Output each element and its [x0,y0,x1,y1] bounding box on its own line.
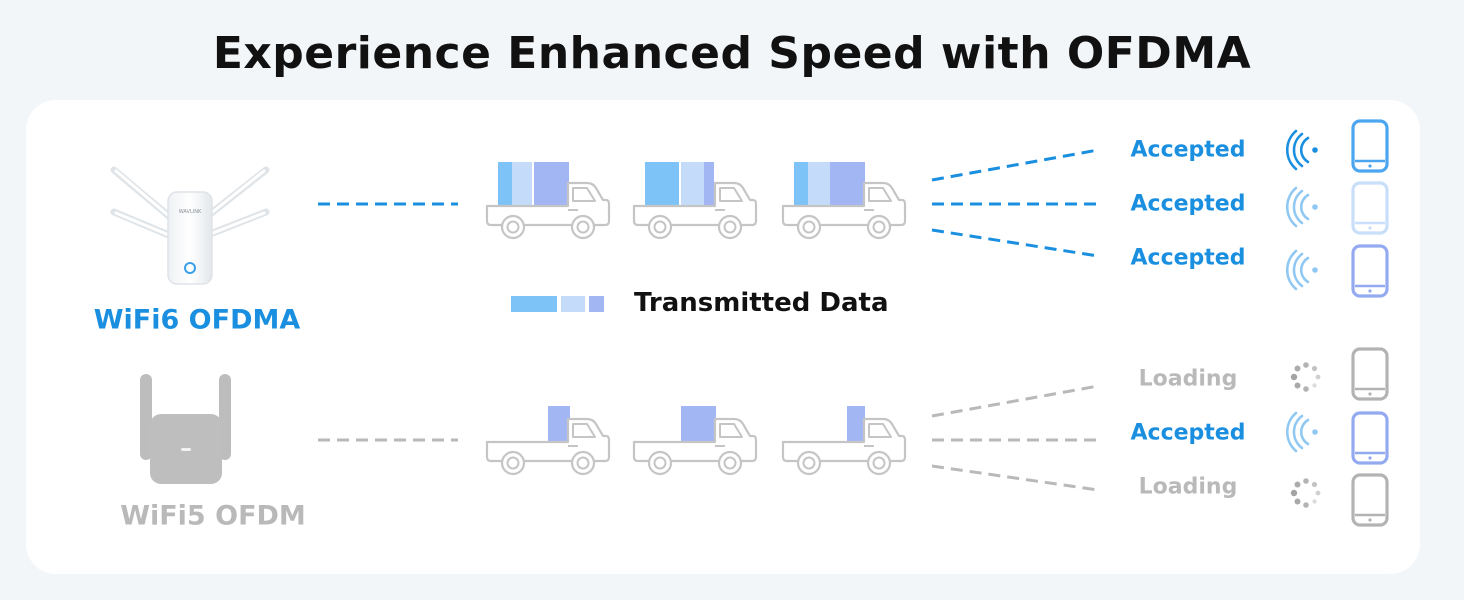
wifi-signal-icon [1285,249,1320,291]
phone-icon [1351,473,1389,527]
wifi-signal-icon [1285,186,1320,228]
wifi-signal-icon [1285,411,1320,453]
loading-spinner-icon [1290,478,1321,508]
wifi6-device-1-status: Accepted [1130,137,1246,163]
wifi5-truck-2 [632,406,758,476]
wifi6-truck-3 [781,162,907,240]
phone-icon [1351,347,1389,401]
wifi6-router: WAVLINK [110,166,270,285]
phone-icon [1351,119,1389,173]
wifi-signal-icon [1285,129,1320,171]
page-title: Experience Enhanced Speed with OFDMA [212,28,1252,79]
wifi5-label: WiFi5 OFDM [120,500,306,532]
phone-icon [1351,411,1389,465]
wifi6-device-2-status: Accepted [1130,191,1246,217]
wifi5-truck-1 [485,406,611,476]
router-brand-logo: WAVLINK [179,209,202,215]
wifi5-truck-3 [781,406,907,476]
loading-spinner-icon [1290,362,1321,392]
wifi5-router [140,374,231,484]
phone-icon [1351,244,1389,298]
wifi6-truck-1 [485,162,611,240]
wifi5-device-3-status: Loading [1138,474,1238,500]
wifi5-device-2-status: Accepted [1130,420,1246,446]
wifi6-downlink-lines [931,148,1099,258]
wifi5-device-1-status: Loading [1138,366,1238,392]
legend-label: Transmitted Data [634,288,889,318]
wifi5-downlink-lines [931,384,1099,492]
wifi6-label: WiFi6 OFDMA [93,304,301,336]
truck-icon [781,417,907,476]
wifi6-truck-2 [632,162,758,240]
phone-icon [1351,181,1389,235]
wifi6-device-3-status: Accepted [1130,245,1246,271]
data-blocks-icon [511,296,604,312]
